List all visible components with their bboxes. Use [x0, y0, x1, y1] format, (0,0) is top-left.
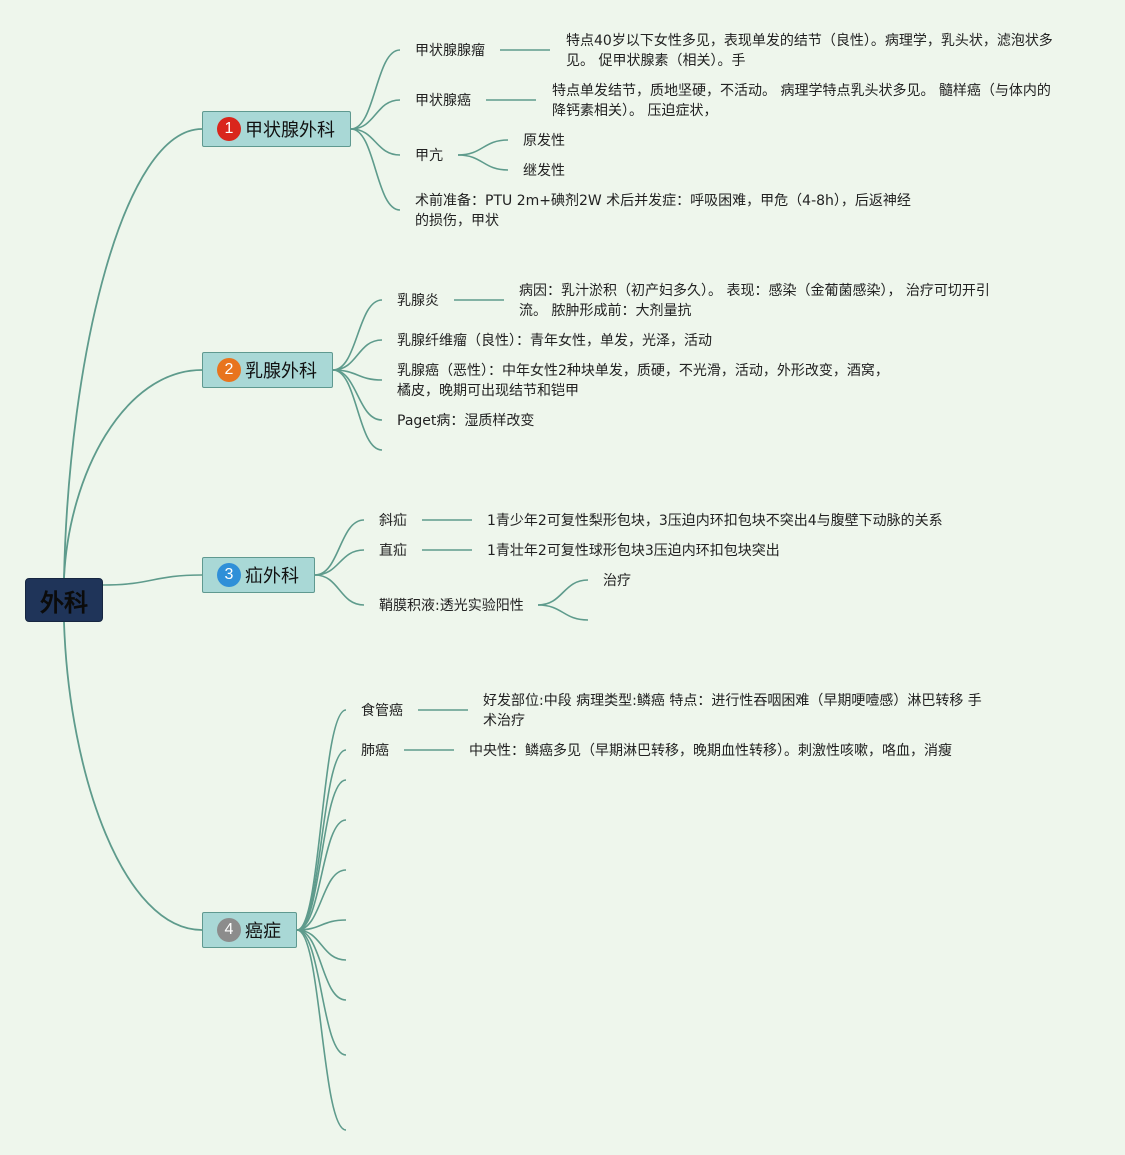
link-b4-3: [296, 819, 347, 931]
subtopic-treatment[interactable]: 治疗: [603, 573, 631, 589]
topic-breast-cancer[interactable]: 乳腺癌（恶性）：中年女性2种块单发，质硬，不光滑，活动，外形改变，酒窝，橘皮，晚…: [397, 363, 889, 399]
link-b1-1: [350, 99, 401, 130]
branch-label: 疝外科: [245, 566, 299, 587]
link-b4-4: [296, 869, 347, 931]
detail-lung-cancer[interactable]: 中央性：鳞癌多见（早期淋巴转移，晚期血性转移）。刺激性咳嗽，咯血，消瘦: [469, 743, 952, 759]
topic-mastitis[interactable]: 乳腺炎: [397, 293, 439, 309]
branch-label: 癌症: [245, 921, 281, 942]
trunk-breast: [63, 369, 203, 579]
root-node[interactable]: 外科: [25, 578, 103, 622]
trunk-thyroid: [63, 128, 203, 579]
branch-thyroid[interactable]: 1 甲状腺外科: [202, 111, 351, 147]
topic-paget[interactable]: Paget病：湿质样改变: [397, 413, 535, 429]
link-b4-2: [296, 779, 347, 931]
topic-direct-hernia[interactable]: 直疝: [379, 543, 407, 559]
number-badge-1: 1: [217, 117, 241, 141]
branch-breast[interactable]: 2 乳腺外科: [202, 352, 333, 388]
trunk-cancer: [63, 621, 203, 931]
link-b4-8: [296, 929, 347, 1056]
detail-indirect-hernia[interactable]: 1青少年2可复性梨形包块，3压迫内环扣包块不突出4与腹壁下动脉的关系: [487, 513, 943, 529]
subtopic-primary[interactable]: 原发性: [523, 133, 565, 149]
topic-hydrocele[interactable]: 鞘膜积液:透光实验阳性: [379, 598, 524, 614]
root-label: 外科: [40, 588, 88, 617]
link-b3-1: [314, 549, 365, 576]
link-b1-0: [350, 49, 401, 130]
link-b2-4: [332, 369, 383, 451]
link-b4-0: [296, 709, 347, 931]
detail-direct-hernia[interactable]: 1青壮年2可复性球形包块3压迫内环扣包块突出: [487, 543, 780, 559]
detail-thyroid-adenoma[interactable]: 特点40岁以下女性多见，表现单发的结节（良性）。病理学，乳头状，滤泡状多见。 促…: [566, 33, 1053, 69]
branch-hernia[interactable]: 3 疝外科: [202, 557, 315, 593]
trunk-hernia: [102, 574, 203, 586]
topic-preop-prep[interactable]: 术前准备：PTU 2m+碘剂2W 术后并发症：呼吸困难，甲危（4-8h），后返神…: [415, 193, 911, 229]
branch-label: 乳腺外科: [245, 361, 317, 382]
link-b3-0: [314, 519, 365, 576]
link-b4-1: [296, 749, 347, 931]
branch-cancer[interactable]: 4 癌症: [202, 912, 297, 948]
detail-thyroid-cancer[interactable]: 特点单发结节，质地坚硬，不活动。 病理学特点乳头状多见。 髓样癌（与体内的降钙素…: [552, 83, 1051, 119]
link-b2-0: [332, 299, 383, 371]
topic-lung-cancer[interactable]: 肺癌: [361, 743, 389, 759]
topic-indirect-hernia[interactable]: 斜疝: [379, 513, 407, 529]
link-b1-3: [350, 128, 401, 211]
number-badge-2: 2: [217, 358, 241, 382]
link-b3-sub-1: [537, 604, 589, 621]
branch-label: 甲状腺外科: [245, 120, 335, 141]
detail-esophageal-cancer[interactable]: 好发部位:中段 病理类型:鳞癌 特点：进行性吞咽困难（早期哽噎感）淋巴转移 手术…: [483, 693, 982, 729]
subtopic-secondary[interactable]: 继发性: [523, 163, 565, 179]
link-b3-2: [314, 574, 365, 606]
link-b2-1: [332, 339, 383, 371]
number-badge-4: 4: [217, 918, 241, 942]
link-b4-5: [296, 919, 347, 931]
link-b1-sub-0: [457, 139, 509, 156]
link-b3-sub-0: [537, 579, 589, 606]
link-b1-sub-1: [457, 154, 509, 171]
link-b4-7: [296, 929, 347, 1001]
topic-thyroid-cancer[interactable]: 甲状腺癌: [415, 93, 471, 109]
number-badge-3: 3: [217, 563, 241, 587]
link-b4-9: [296, 929, 347, 1131]
topic-esophageal-cancer[interactable]: 食管癌: [361, 703, 403, 719]
topic-thyroid-adenoma[interactable]: 甲状腺腺瘤: [415, 43, 485, 59]
topic-fibroadenoma[interactable]: 乳腺纤维瘤（良性）：青年女性，单发，光泽，活动: [397, 333, 712, 349]
link-b1-2: [350, 128, 401, 156]
topic-hyperthyroidism[interactable]: 甲亢: [415, 148, 443, 164]
detail-mastitis[interactable]: 病因：乳汁淤积（初产妇多久）。 表现：感染（金葡菌感染）， 治疗可切开引流。 脓…: [519, 283, 990, 319]
